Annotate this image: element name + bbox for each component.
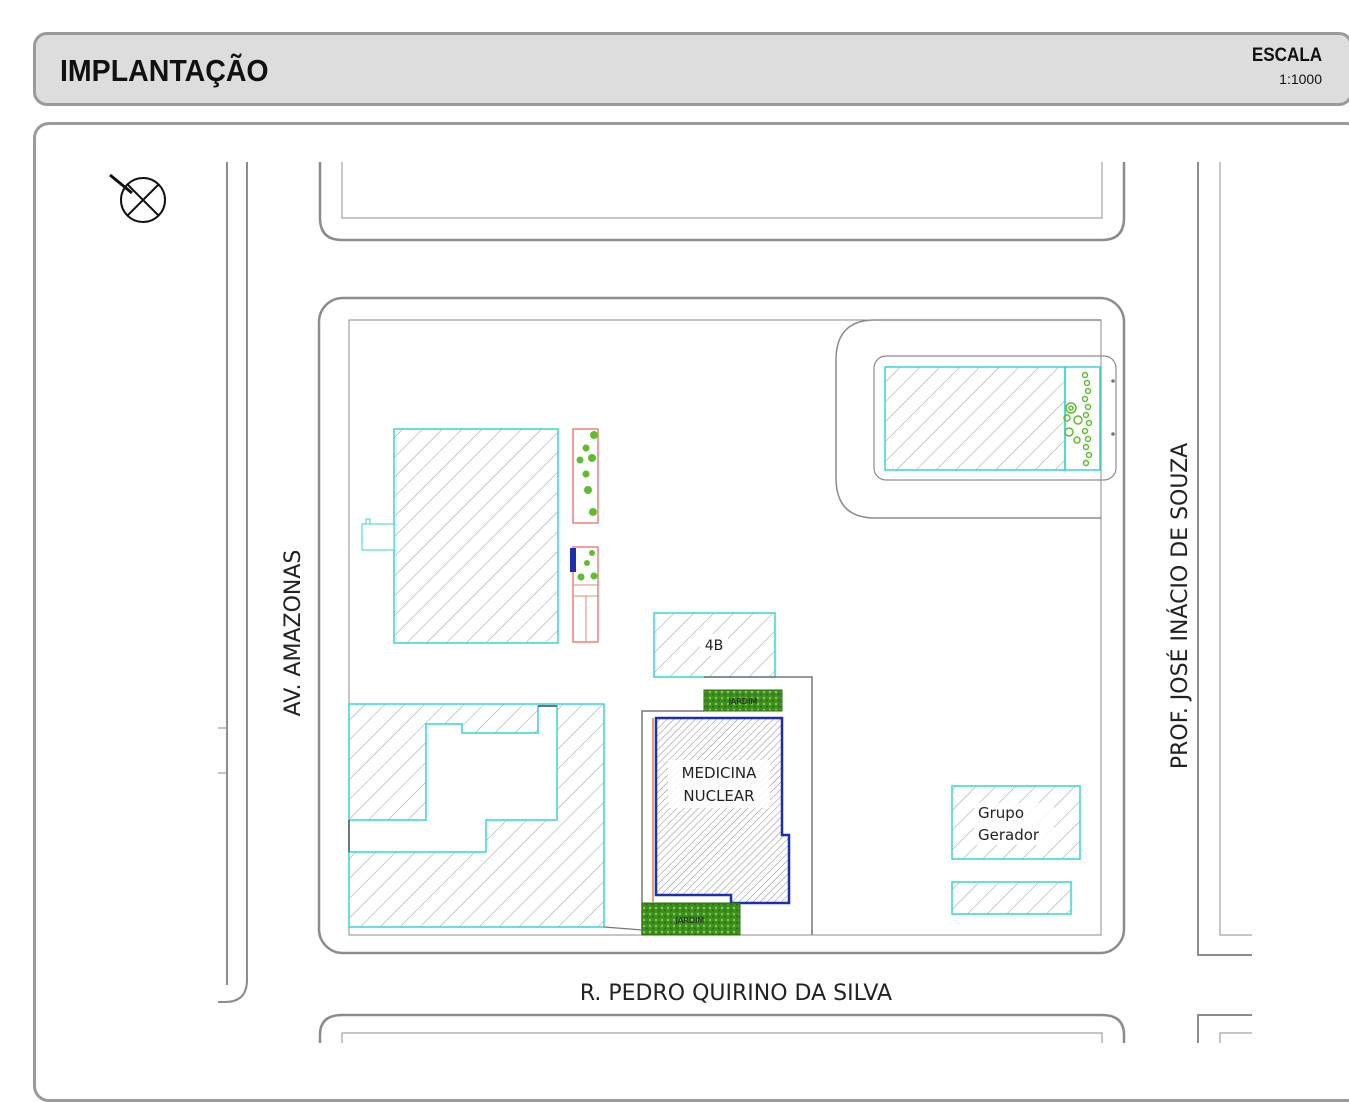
- top-block: [318, 162, 1126, 242]
- medicina-enclosure: [641, 676, 813, 935]
- street-label-bottom: R. PEDRO QUIRINO DA SILVA: [580, 981, 892, 1006]
- generator-label-line1: Grupo: [978, 804, 1024, 822]
- parking-area: [835, 319, 1117, 519]
- title-bar: IMPLANTAÇÃO ESCALA 1:1000: [33, 32, 1349, 106]
- generator-building: [951, 785, 1081, 860]
- parking-building: [884, 366, 1115, 471]
- small-building: [951, 881, 1072, 915]
- planters: [570, 428, 599, 643]
- scale-value: 1:1000: [1279, 71, 1322, 87]
- building-upper-left: [361, 428, 559, 644]
- garden-upper: [703, 689, 783, 712]
- tree-icons: [576, 431, 598, 581]
- scale-label: ESCALA: [1251, 45, 1322, 66]
- garden-upper-label: JARDIM: [728, 697, 758, 706]
- generator-label-line2: Gerador: [978, 826, 1040, 844]
- street-label-right: PROF. JOSÉ INÁCIO DE SOUZA: [1167, 443, 1193, 769]
- garden-lower: [641, 902, 741, 936]
- tree-row: [1063, 371, 1093, 467]
- garden-lower-label: JARDIM: [675, 916, 705, 925]
- building-lower-left: [348, 703, 643, 931]
- right-street-lines: [1197, 162, 1252, 1043]
- street-label-left: AV. AMAZONAS: [281, 550, 306, 717]
- medicina-label-line1: MEDICINA: [682, 764, 758, 782]
- drawing-title: IMPLANTAÇÃO: [60, 53, 269, 88]
- medicina-nuclear-building: [652, 716, 791, 905]
- building-4b: [653, 612, 776, 678]
- building-4b-label: 4B: [705, 638, 724, 654]
- medicina-label-line2: NUCLEAR: [683, 787, 754, 805]
- bottom-block: [318, 1013, 1126, 1043]
- left-street-lines: [218, 162, 248, 1003]
- north-arrow-icon: [109, 173, 166, 223]
